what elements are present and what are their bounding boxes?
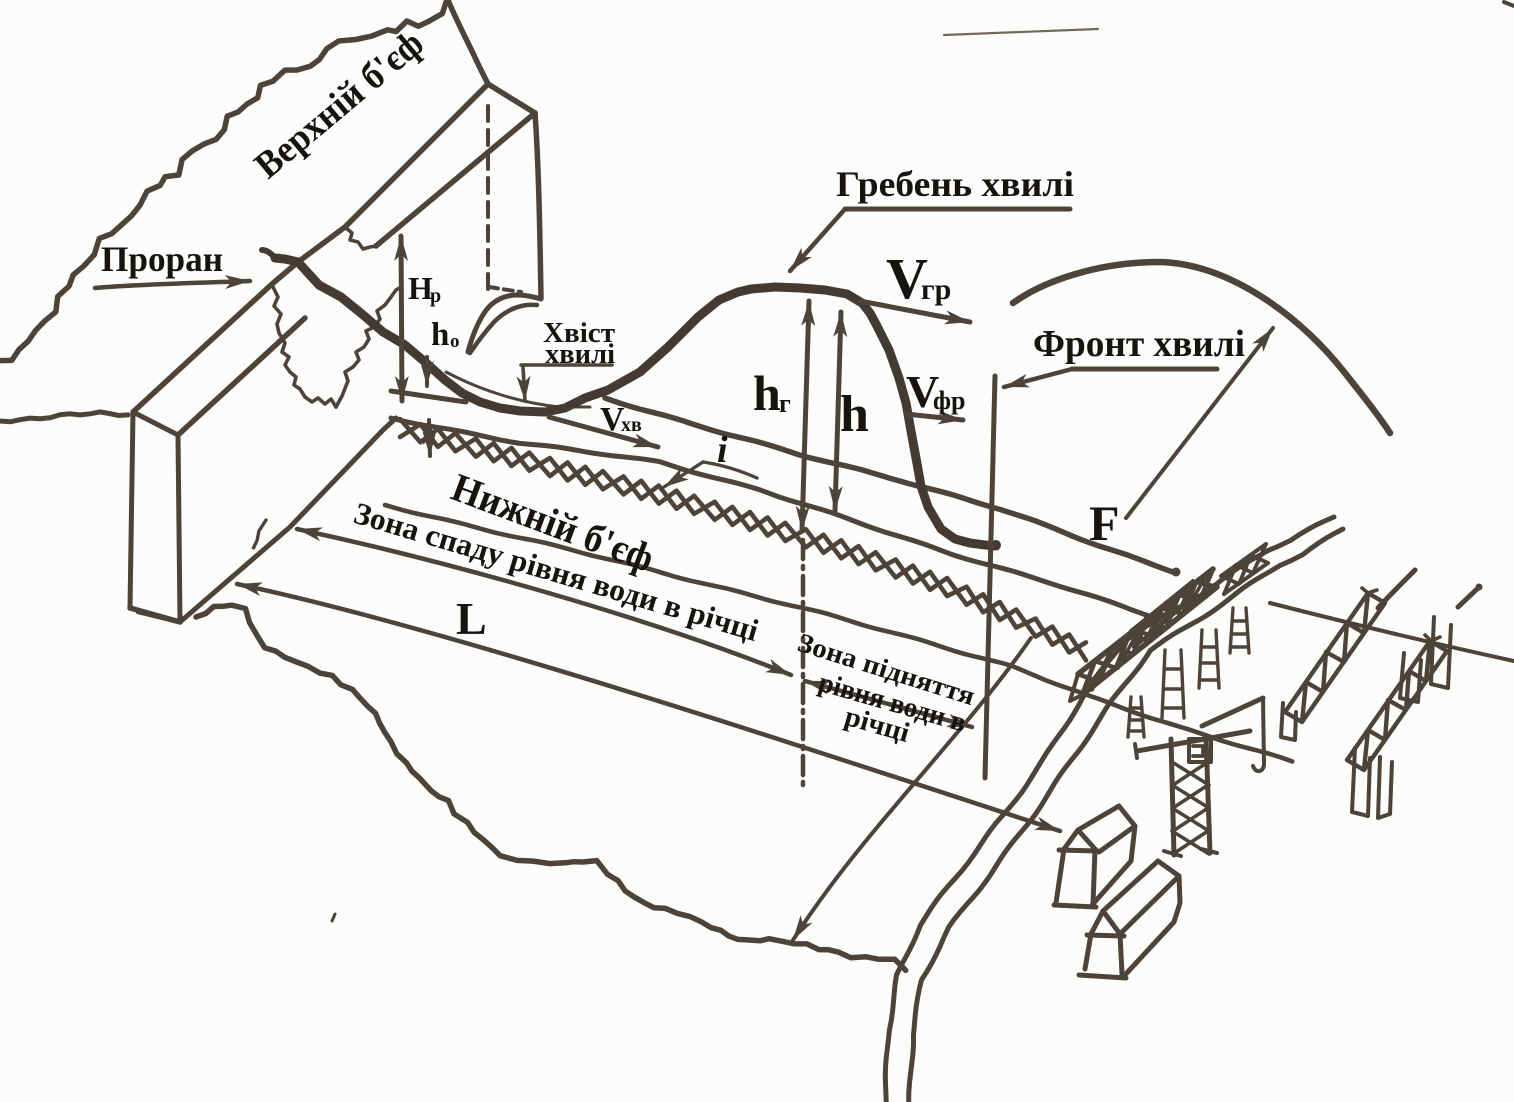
svg-text:L: L [456,593,487,644]
svg-text:V: V [906,366,939,417]
svg-text:Гребень хвилі: Гребень хвилі [836,164,1074,204]
svg-text:о: о [450,331,460,352]
svg-text:г: г [779,389,791,418]
svg-text:Хвіст: Хвіст [543,318,615,349]
svg-text:V: V [886,246,928,311]
svg-text:F: F [1089,495,1120,551]
svg-text:h: h [840,386,869,443]
svg-text:h: h [431,317,449,353]
svg-text:р: р [430,285,441,307]
svg-text:фр: фр [933,386,965,415]
svg-text:V: V [600,401,625,438]
svg-text:хв: хв [621,414,642,436]
svg-text:i: i [717,429,728,471]
svg-text:Проран: Проран [101,239,223,279]
svg-text:гр: гр [921,273,951,306]
svg-text:H: H [408,270,433,306]
svg-text:Фронт хвилі: Фронт хвилі [1033,323,1245,365]
svg-text:h: h [753,365,781,421]
svg-text:хвилі: хвилі [545,339,615,370]
